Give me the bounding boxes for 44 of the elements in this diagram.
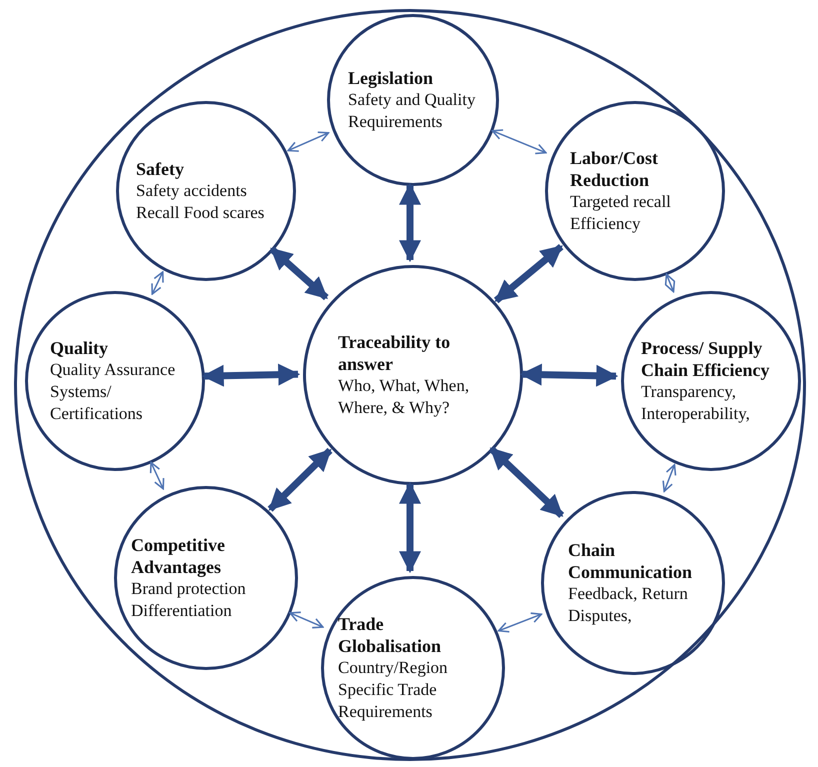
double-arrow: [494, 244, 564, 304]
topic-description: Safety and Quality Requirements: [348, 89, 476, 133]
topic-circle: [303, 265, 523, 485]
topic-description: Targeted recall Efficiency: [570, 191, 672, 235]
topic-heading: Trade Globalisation: [338, 613, 442, 657]
double-arrow: [399, 182, 421, 262]
double-arrow: [202, 364, 300, 387]
topic-description: Transparency, Interoperability,: [641, 381, 751, 425]
topic-circle: [25, 291, 205, 471]
topic-circle: [114, 486, 298, 670]
topic-heading: Competitive Advantages: [131, 534, 226, 578]
topic-circle: [321, 576, 505, 760]
topic-heading: Safety: [136, 158, 184, 180]
double-arrow: [399, 482, 421, 574]
double-arrow: [664, 274, 676, 292]
double-arrow: [150, 462, 164, 490]
outer-circle: [14, 9, 806, 761]
topic-heading: Labor/Cost Reduction: [570, 147, 660, 191]
topic-circle: [621, 291, 801, 471]
topic-description: Quality Assurance Systems/ Certifications: [50, 359, 176, 425]
topic-heading: Legislation: [348, 67, 434, 89]
double-arrow: [498, 612, 542, 633]
topic-description: Safety accidents Recall Food scares: [136, 180, 266, 224]
topic-circle: [116, 101, 296, 281]
topic-description: Feedback, Return Disputes,: [568, 583, 689, 627]
double-arrow: [492, 129, 547, 154]
double-arrow: [269, 246, 329, 300]
topic-circle: [541, 491, 725, 675]
topic-circle: [545, 101, 725, 281]
topic-circle: [327, 14, 499, 186]
double-arrow: [520, 364, 618, 387]
topic-heading: Quality: [50, 337, 108, 359]
double-arrow: [268, 448, 332, 512]
topic-description: Country/Region Specific Trade Requirements: [338, 657, 449, 723]
double-arrow: [151, 271, 164, 295]
double-arrow: [287, 132, 330, 152]
double-arrow: [289, 612, 324, 628]
double-arrow: [489, 446, 564, 518]
topic-heading: Chain Communication: [568, 539, 694, 583]
topic-heading: Process/ Supply Chain Efficiency: [641, 337, 770, 381]
topic-description: Brand protection Differentiation: [131, 578, 247, 622]
double-arrow: [662, 464, 676, 492]
topic-heading: Traceability to answer: [338, 331, 452, 375]
topic-description: Who, What, When, Where, & Why?: [338, 375, 470, 419]
